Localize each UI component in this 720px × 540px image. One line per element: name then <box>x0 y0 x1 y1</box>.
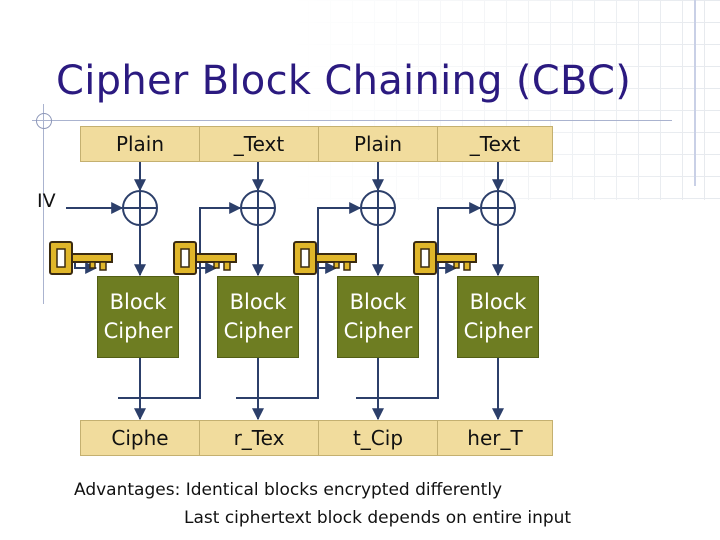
key-icon <box>413 241 477 275</box>
block-cipher-label-line1: Block <box>229 290 287 314</box>
block-cipher-1: Block Cipher <box>97 276 179 358</box>
block-cipher-label-line2: Cipher <box>223 319 293 343</box>
chain-feedback-arrow <box>236 202 362 399</box>
decor-circle <box>36 113 52 129</box>
ciphertext-cell-1: Ciphe <box>80 420 200 456</box>
plaintext-cell-2: _Text <box>199 126 319 162</box>
background-grid <box>0 0 720 200</box>
iv-label: IV <box>37 190 56 212</box>
plaintext-cell-3: Plain <box>318 126 438 162</box>
xor-icon <box>480 190 516 226</box>
block-cipher-label-line1: Block <box>469 290 527 314</box>
plaintext-cell-4: _Text <box>437 126 553 162</box>
footer-advantages: Advantages: Identical blocks encrypted d… <box>74 480 503 500</box>
block-cipher-4: Block Cipher <box>457 276 539 358</box>
chain-feedback-arrow <box>118 202 242 399</box>
block-cipher-3: Block Cipher <box>337 276 419 358</box>
plaintext-cell-1: Plain <box>80 126 200 162</box>
block-cipher-2: Block Cipher <box>217 276 299 358</box>
xor-icon <box>122 190 158 226</box>
footer-chain-dependency: Last ciphertext block depends on entire … <box>184 508 572 528</box>
block-cipher-label-line1: Block <box>109 290 167 314</box>
slide-title: Cipher Block Chaining (CBC) <box>56 58 632 104</box>
block-cipher-label-line1: Block <box>349 290 407 314</box>
decor-horizontal-rule <box>32 120 672 121</box>
key-icon <box>293 241 357 275</box>
ciphertext-cell-4: her_T <box>437 420 553 456</box>
ciphertext-cell-2: r_Tex <box>199 420 319 456</box>
decor-vertical-line <box>694 0 696 186</box>
block-cipher-label-line2: Cipher <box>343 319 413 343</box>
ciphertext-cell-3: t_Cip <box>318 420 438 456</box>
xor-icon <box>240 190 276 226</box>
key-icon <box>49 241 113 275</box>
block-cipher-label-line2: Cipher <box>463 319 533 343</box>
key-icon <box>173 241 237 275</box>
xor-icon <box>360 190 396 226</box>
block-cipher-label-line2: Cipher <box>103 319 173 343</box>
chain-feedback-arrow <box>356 202 482 399</box>
decor-vertical-rule <box>43 104 44 304</box>
keys <box>49 241 477 275</box>
xor-symbols <box>122 190 516 226</box>
